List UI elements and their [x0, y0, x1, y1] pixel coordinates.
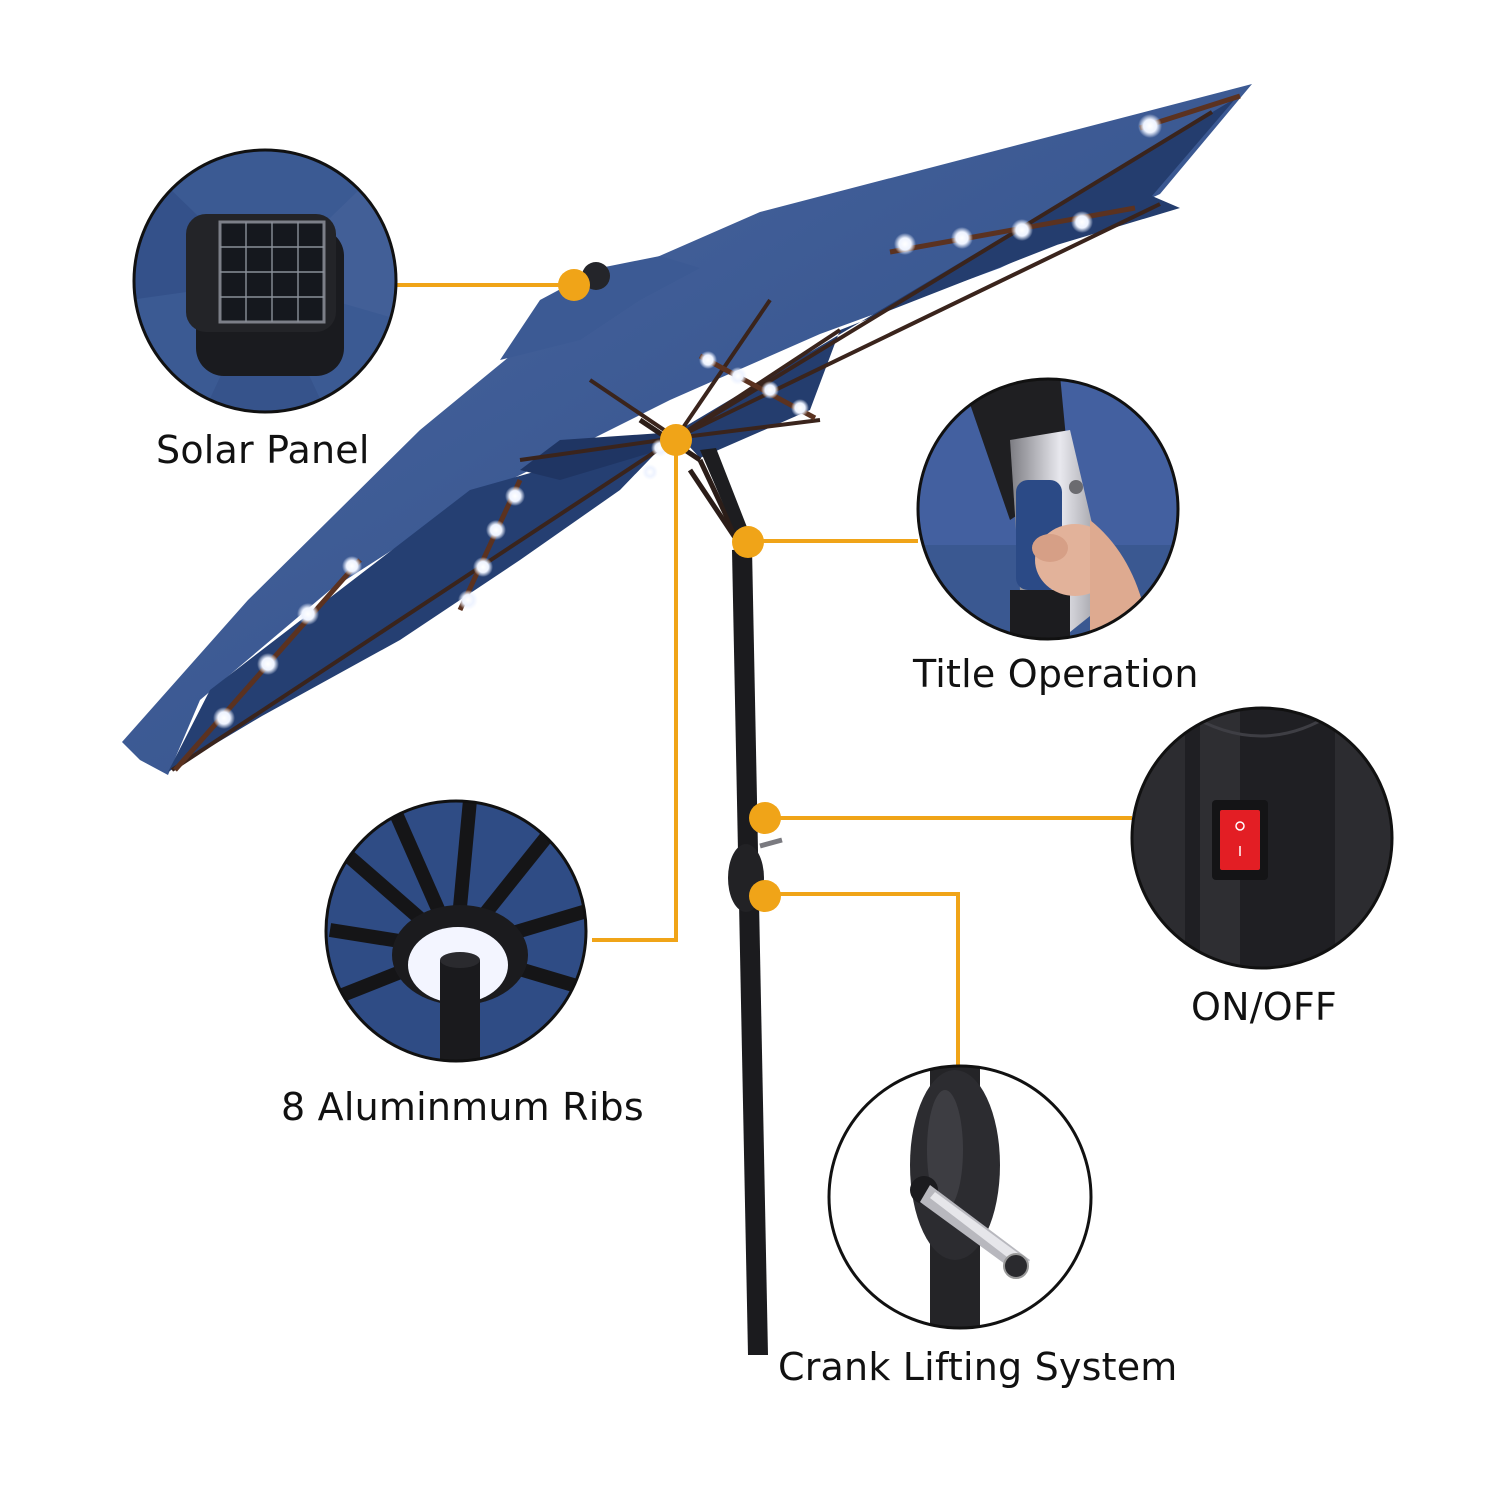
pole-upper — [700, 448, 752, 548]
dot-ribs — [660, 424, 692, 456]
dot-tilt — [732, 526, 764, 558]
ribs-label: 8 Aluminmum Ribs — [281, 1085, 644, 1129]
crank-handle — [759, 837, 783, 849]
led-lights — [213, 114, 1162, 729]
callout-dots — [558, 269, 781, 912]
detail-solar-panel — [132, 148, 398, 414]
dot-crank — [749, 880, 781, 912]
umbrella — [122, 84, 1252, 1355]
dot-switch — [749, 802, 781, 834]
canopy-vent — [500, 256, 700, 360]
detail-tilt — [916, 377, 1180, 641]
switch-rocker — [1220, 810, 1260, 870]
detail-ribs — [324, 799, 588, 1063]
detail-crank — [827, 1064, 1093, 1330]
solar-panel-label: Solar Panel — [156, 428, 370, 472]
canopy-top — [122, 84, 1252, 775]
tilt-operation-label: Title Operation — [913, 652, 1199, 696]
crank-label: Crank Lifting System — [778, 1345, 1178, 1389]
callout-lines — [392, 283, 1132, 1065]
dot-solar — [558, 269, 590, 301]
detail-switch — [1130, 706, 1394, 970]
canopy-underside — [676, 98, 1236, 458]
on-off-label: ON/OFF — [1191, 985, 1337, 1029]
pole — [732, 548, 768, 1355]
